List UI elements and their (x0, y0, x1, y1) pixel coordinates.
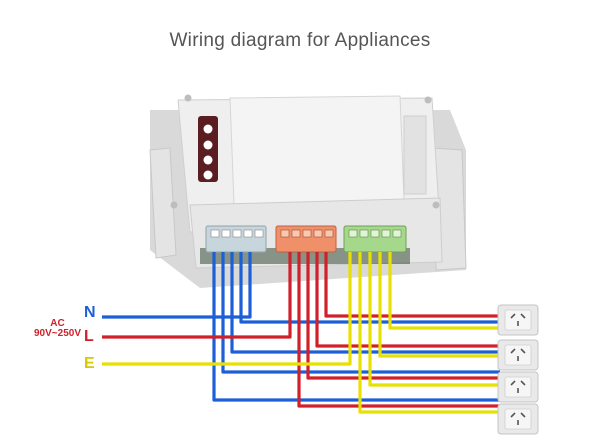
earth-label: E (84, 355, 95, 372)
earth-wire-1 (358, 252, 500, 414)
voltage-label-range: 90V~250V (34, 328, 81, 339)
power-socket-icon (497, 371, 539, 403)
neutral-wire-2 (221, 252, 500, 374)
terminal-block-2 (275, 225, 337, 253)
live-wire-4 (324, 252, 500, 318)
power-socket-icon (497, 403, 539, 435)
neutral-wire-1 (212, 252, 500, 402)
terminal-block-3 (343, 225, 407, 253)
live-wire-2 (306, 252, 500, 380)
voltage-label: AC 90V~250V (34, 319, 81, 339)
earth-wire-4 (388, 252, 500, 330)
terminal-block-1 (205, 225, 267, 253)
live-wire-main (102, 252, 292, 339)
diagram-title: Wiring diagram for Appliances (169, 30, 431, 51)
live-wire-1 (297, 252, 500, 408)
earth-wire-main (102, 252, 352, 366)
neutral-wire-3 (230, 252, 500, 354)
neutral-wire-main (102, 252, 252, 319)
neutral-wire-4 (239, 252, 500, 324)
neutral-label: N (84, 304, 96, 321)
live-label: L (84, 328, 94, 345)
earth-wire-3 (378, 252, 500, 358)
voltage-label-ac: AC (50, 318, 65, 329)
live-wire-3 (315, 252, 500, 348)
power-socket-icon (497, 339, 539, 371)
power-socket-icon (497, 304, 539, 336)
earth-wire-2 (368, 252, 500, 387)
